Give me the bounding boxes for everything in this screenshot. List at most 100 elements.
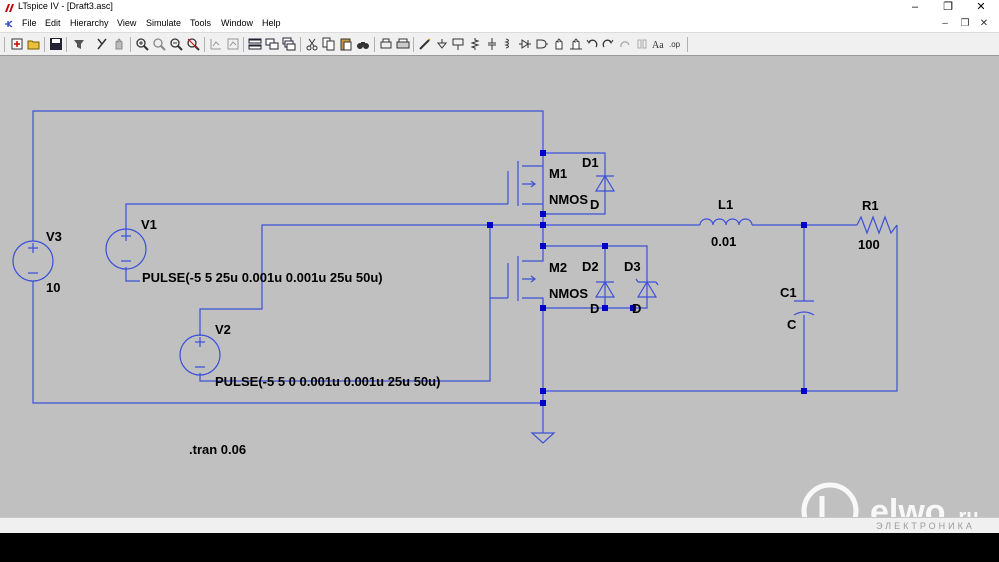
menu-edit[interactable]: Edit xyxy=(45,18,61,28)
watermark-tld: .ru xyxy=(953,506,979,518)
spice-directive[interactable]: .tran 0.06 xyxy=(189,442,246,457)
d1-model: D xyxy=(590,197,599,212)
ground-symbol[interactable] xyxy=(530,432,556,444)
wire[interactable] xyxy=(32,281,543,404)
drag-icon[interactable] xyxy=(569,37,583,51)
draw-wire-icon[interactable] xyxy=(418,37,432,51)
junction-dot xyxy=(540,150,546,156)
svg-text:.op: .op xyxy=(669,40,681,49)
tile-horizontal-icon[interactable] xyxy=(265,37,279,51)
control-panel-icon[interactable] xyxy=(72,37,86,51)
restore-button[interactable]: ❐ xyxy=(943,1,953,13)
zoom-out-icon[interactable] xyxy=(169,37,183,51)
watermark-brand: elwo xyxy=(870,493,946,518)
r1-resistor[interactable] xyxy=(856,215,898,235)
v1-source[interactable] xyxy=(105,228,147,270)
watermark-tagline: ЭЛЕКТРОНИКА xyxy=(876,521,975,531)
diode-icon[interactable] xyxy=(518,37,532,51)
find-icon[interactable] xyxy=(356,37,370,51)
menu-bar: File Edit Hierarchy View Simulate Tools … xyxy=(0,16,999,33)
wire[interactable] xyxy=(32,110,544,241)
autorange-icon[interactable] xyxy=(209,37,223,51)
mdi-restore-button[interactable]: ❐ xyxy=(960,18,970,29)
l1-inductor[interactable] xyxy=(699,218,753,226)
undo-icon[interactable] xyxy=(585,37,599,51)
text-icon[interactable]: Aa xyxy=(652,37,666,51)
tile-vertical-icon[interactable] xyxy=(248,37,262,51)
wire[interactable] xyxy=(543,152,606,215)
pan-icon[interactable] xyxy=(152,37,166,51)
schematic-document-icon[interactable] xyxy=(3,18,15,30)
wire[interactable] xyxy=(543,245,648,309)
minimize-button[interactable]: – xyxy=(911,1,919,13)
print-icon[interactable] xyxy=(396,37,410,51)
v2-source[interactable] xyxy=(179,334,221,376)
d1-diode[interactable] xyxy=(594,174,616,192)
v3-source[interactable] xyxy=(12,240,54,282)
r1-name: R1 xyxy=(862,198,879,213)
toolbar-separator xyxy=(204,37,205,52)
halt-icon[interactable] xyxy=(112,37,126,51)
close-button[interactable]: ✕ xyxy=(976,1,986,13)
menu-file[interactable]: File xyxy=(22,18,37,28)
wire[interactable] xyxy=(199,224,700,336)
d3-diode[interactable] xyxy=(635,278,659,298)
v2-name: V2 xyxy=(215,322,231,337)
junctions xyxy=(487,150,807,406)
wire[interactable] xyxy=(507,256,519,301)
component-icon[interactable] xyxy=(535,37,549,51)
junction-dot xyxy=(801,388,807,394)
wire[interactable] xyxy=(199,225,491,382)
inductor-icon[interactable] xyxy=(501,37,515,51)
ground-icon[interactable] xyxy=(435,37,449,51)
toolbar-separator xyxy=(413,37,414,52)
v3-polarity xyxy=(28,243,38,274)
mdi-close-button[interactable]: ✕ xyxy=(979,18,989,29)
wire[interactable] xyxy=(543,225,898,392)
wire[interactable] xyxy=(125,267,140,282)
menu-simulate[interactable]: Simulate xyxy=(146,18,182,28)
spice-directive-icon[interactable]: .op xyxy=(669,37,683,51)
save-icon[interactable] xyxy=(49,37,63,51)
open-icon[interactable] xyxy=(27,37,41,51)
junction-dot xyxy=(630,305,636,311)
d1-name: D1 xyxy=(582,155,599,170)
cascade-icon[interactable] xyxy=(282,37,296,51)
cut-icon[interactable] xyxy=(305,37,319,51)
print-preview-icon[interactable] xyxy=(379,37,393,51)
new-schematic-icon[interactable] xyxy=(10,37,24,51)
move-icon[interactable] xyxy=(552,37,566,51)
zoom-fit-icon[interactable] xyxy=(186,37,200,51)
menu-view[interactable]: View xyxy=(117,18,137,28)
copy-icon[interactable] xyxy=(322,37,336,51)
wire[interactable] xyxy=(522,141,544,214)
autorange-icon[interactable] xyxy=(226,37,240,51)
wire[interactable] xyxy=(522,246,544,403)
label-net-icon[interactable] xyxy=(451,37,465,51)
menu-hierarchy[interactable]: Hierarchy xyxy=(70,18,109,28)
m1-model: NMOS xyxy=(549,192,588,207)
menu-tools[interactable]: Tools xyxy=(190,18,212,28)
r1-value: 100 xyxy=(858,237,880,252)
v1-polarity xyxy=(121,231,131,262)
resistor-icon[interactable] xyxy=(468,37,482,51)
paste-icon[interactable] xyxy=(339,37,353,51)
schematic-canvas[interactable]: V3 10 V1 PULSE(-5 5 25u 0.001u 0.001u 25… xyxy=(0,55,999,518)
wire[interactable] xyxy=(507,161,519,206)
mirror-icon[interactable] xyxy=(635,37,649,51)
c1-name: C1 xyxy=(780,285,797,300)
wire[interactable] xyxy=(125,203,508,231)
v2-value: PULSE(-5 5 0 0.001u 0.001u 25u 50u) xyxy=(215,374,440,389)
run-icon[interactable] xyxy=(95,37,109,51)
zoom-in-icon[interactable] xyxy=(135,37,149,51)
menu-window[interactable]: Window xyxy=(221,18,254,28)
m1-body-arrow xyxy=(522,180,536,188)
c1-capacitor[interactable] xyxy=(793,300,815,316)
redo-icon[interactable] xyxy=(601,37,615,51)
rotate-icon[interactable] xyxy=(618,37,632,51)
menu-help[interactable]: Help xyxy=(262,18,281,28)
capacitor-icon[interactable] xyxy=(485,37,499,51)
junction-dot xyxy=(540,222,546,228)
d2-diode[interactable] xyxy=(594,280,616,298)
mdi-minimize-button[interactable]: – xyxy=(942,18,948,29)
